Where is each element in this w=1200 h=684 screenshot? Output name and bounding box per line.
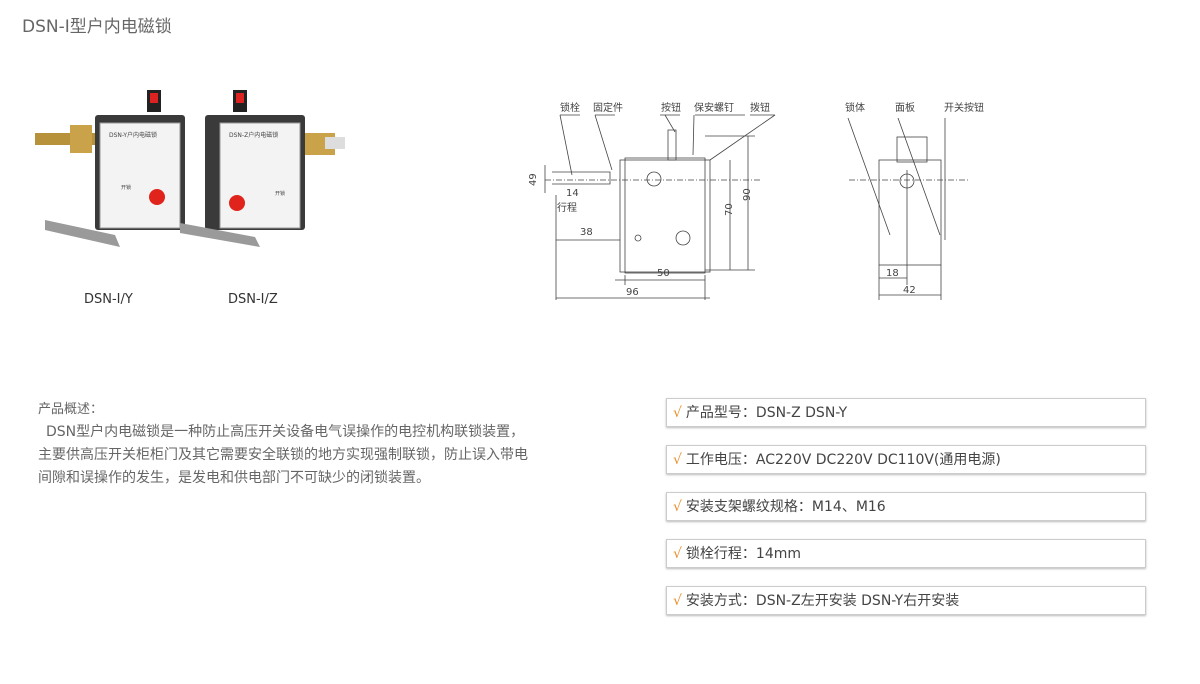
indicator-label: 开锁 [121,184,131,191]
label-bolt: 锁栓 [560,101,580,114]
side-button-outline [896,136,928,163]
face-label: DSN-Z户内电磁锁 [229,131,278,139]
check-icon: √ [673,546,682,562]
spec-item: √安装支架螺纹规格：M14、M16 [666,492,1146,521]
dim-14: 14 [566,188,579,199]
indicator-label: 开锁 [275,190,285,197]
dim-90: 90 [742,188,753,201]
spec-item: √锁栓行程：14mm [666,539,1146,568]
spec-text: 产品型号：DSN-Z DSN-Y [685,405,848,421]
check-icon: √ [673,593,682,609]
label-panel: 面板 [895,101,915,114]
bolt-shaft [325,137,345,149]
model-label-z: DSN-Ⅰ/Z [228,292,278,307]
label-button: 按钮 [661,101,681,114]
label-toggle: 拨钮 [750,101,770,114]
dimension-lines [544,135,755,300]
check-icon: √ [673,405,682,421]
dim-96: 96 [626,287,639,298]
hole [634,234,642,242]
bolt-fixture [70,125,92,153]
description-heading: 产品概述： [38,402,104,417]
spec-text: 锁栓行程：14mm [685,546,802,562]
dim-49: 49 [528,173,539,186]
check-icon: √ [673,452,682,468]
page-title: DSN-Ⅰ型户内电磁锁 [22,17,172,37]
top-button [236,93,244,103]
dim-50: 50 [657,268,670,279]
dim-42: 42 [903,285,916,296]
side-body-outline [878,159,942,266]
leader-lines [559,114,776,176]
spec-item: √产品型号：DSN-Z DSN-Y [666,398,1146,427]
dim-18: 18 [886,268,899,279]
product-z: DSN-Z户内电磁锁 开锁 [180,90,345,247]
front-panel-outline [624,157,706,274]
red-button [229,195,245,211]
label-safety-screw: 保安螺钉 [694,101,734,114]
label-lock-body: 锁体 [845,101,865,114]
lock-face [99,122,181,229]
front-body-outline [619,159,711,273]
dimension-drawing: 锁栓 固定件 按钮 保安螺钉 拨钮 49 14 行程 38 50 96 70 9… [528,101,984,300]
dim-stroke: 行程 [557,201,577,214]
model-label-y: DSN-Ⅰ/Y [84,292,133,307]
check-icon: √ [673,499,682,515]
spec-item: √安装方式：DSN-Z左开安装 DSN-Y右开安装 [666,586,1146,615]
key [180,223,260,247]
product-photo: DSN-Y户内电磁锁 开锁 DSN-Z户内电磁锁 开锁 [35,90,345,247]
spec-text: 安装支架螺纹规格：M14、M16 [685,499,886,515]
red-button [149,189,165,205]
side-dimension-lines [847,117,946,300]
lock-face [219,122,301,229]
hole [675,230,691,246]
label-fixture: 固定件 [593,101,623,114]
dim-38: 38 [580,227,593,238]
product-y: DSN-Y户内电磁锁 开锁 [35,90,185,247]
description-body: DSN型户内电磁锁是一种防止高压开关设备电气误操作的电控机构联锁装置，主要供高压… [38,424,528,486]
dim-70: 70 [724,203,735,216]
spec-item: √工作电压：AC220V DC220V DC110V(通用电源) [666,445,1146,474]
key [45,220,120,247]
label-switch-button: 开关按钮 [944,101,984,114]
spec-text: 安装方式：DSN-Z左开安装 DSN-Y右开安装 [685,593,960,609]
bolt-and-button-outline [552,129,677,185]
spec-text: 工作电压：AC220V DC220V DC110V(通用电源) [685,452,1001,468]
top-button [150,93,158,103]
hole [646,171,662,187]
face-label: DSN-Y户内电磁锁 [109,131,157,139]
